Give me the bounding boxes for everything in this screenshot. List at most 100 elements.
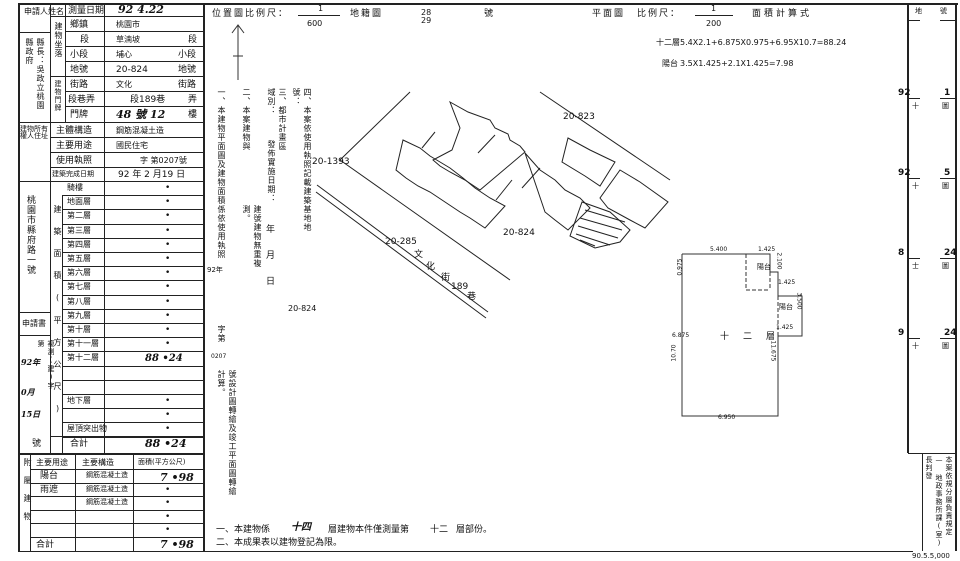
attached-row-area: • [165, 498, 171, 508]
floor-row-divider [62, 195, 203, 196]
dim-top: 5.400 [710, 246, 728, 253]
road-label-2: 化 [426, 262, 436, 272]
floor-plan-label-text: 十二層 [720, 332, 790, 342]
form-version: 90.5.5,000 [912, 552, 950, 560]
dim-left-inner: 6.875 [672, 332, 690, 339]
attached-row-structure: 鋼筋混凝土造 [86, 485, 128, 493]
note-4-parcel: 20-824 [288, 304, 317, 313]
note-1-permit-no: 0207 [211, 353, 227, 360]
owner-address-value: 桃園市縣府路一號 [25, 195, 35, 275]
floor-row-area: • [165, 297, 171, 307]
margin-tick [940, 338, 955, 339]
attached-label: 附屬建物 [23, 458, 32, 530]
floor-row-divider [62, 266, 203, 267]
door-value-number: 48 號 12 [116, 108, 166, 121]
frame-bottom [18, 551, 913, 552]
attached-header-use: 主要用途 [36, 458, 68, 467]
area-calc-label: 面積計算式 [752, 9, 813, 19]
frame-top [18, 3, 958, 5]
survey-date-value: 92 4.22 [118, 3, 164, 16]
margin-tick [908, 178, 920, 179]
note-1-year: 92年 [207, 266, 223, 274]
area-section-label: 建築面積(平方公尺) [53, 205, 62, 427]
attached-total-value: 7 •98 [160, 538, 194, 551]
usage-label: 主要用途 [56, 141, 93, 151]
door-label-street: 街路 [70, 80, 89, 90]
footer-note-1-b: 層建物本件僅測量第 [328, 525, 410, 535]
margin-tick [940, 178, 955, 179]
right-margin-label-2: 號 [940, 7, 947, 15]
right-margin-label-1: 地 [915, 7, 922, 15]
dim-mid-right: 1.425 [778, 279, 796, 286]
attached-row-area: • [165, 512, 171, 522]
floor-row-divider [62, 351, 203, 352]
floor-row-divider [62, 209, 203, 210]
attached-row-area: • [165, 525, 171, 535]
dim-right-lower: 11.675 [769, 340, 777, 362]
attached-row-divider [30, 496, 203, 497]
application-day: 15日 [21, 409, 41, 419]
floor-row-area: • [165, 311, 171, 321]
floor-row-area: • [165, 268, 171, 278]
address-value-subsection: 埔心 [116, 50, 132, 59]
door-suffix-number: 樓 [188, 110, 198, 120]
footer-note-2: 二、本成果表以建物登記為限。 [216, 538, 343, 548]
attached-row-divider [30, 523, 203, 524]
survey-date-label: 測量日期 [68, 6, 105, 16]
note-3-date-label: 發佈實施日期： [267, 140, 276, 203]
floor-row-area: 88 •24 [145, 353, 183, 364]
door-suffix-lane: 弄 [188, 95, 198, 105]
margin-tick [908, 258, 920, 259]
attached-header-area: 面積(平方公尺) [138, 458, 186, 466]
permit-label: 使用執照 [56, 156, 93, 166]
address-label-section: 段 [80, 35, 90, 45]
floor-row-label: 第九層 [67, 311, 91, 320]
margin-tick [940, 98, 955, 99]
margin-item-sub-right: 圖 [942, 262, 949, 270]
calc-line1-label: 十二層 [656, 38, 680, 47]
floor-row-area: • [165, 396, 171, 406]
attached-row-structure: 鋼筋混凝土造 [86, 498, 128, 506]
address-value-section: 草湳坡 [116, 35, 140, 44]
attached-row-divider [30, 483, 203, 484]
note-3-month: 月 [266, 251, 276, 261]
parcel-label-824: 20-824 [503, 228, 535, 238]
floor-row-divider [62, 408, 203, 409]
attached-row-use: 雨遮 [40, 485, 59, 495]
floor-row-area: • [165, 410, 171, 420]
margin-tick [908, 98, 920, 99]
floor-row-label: 第十層 [67, 325, 91, 334]
door-suffix-street: 街路 [178, 80, 197, 90]
floor-row-divider [62, 437, 203, 438]
application-year: 92年 [21, 357, 41, 367]
applicant-label: 申請人姓名 [24, 7, 64, 16]
margin-item-right: 5 [944, 168, 951, 178]
margin-item-sub-right: 圖 [942, 182, 949, 190]
floor-row-divider [62, 238, 203, 239]
road-label-4: 189 [451, 282, 469, 292]
address-label-lot: 地號 [70, 65, 89, 75]
dim-balcony-height: 3.500 [795, 292, 803, 310]
floor-row-area: • [165, 226, 171, 236]
door-value-lane: 段189巷 [130, 95, 166, 105]
floor-plan-drawing [681, 253, 803, 417]
address-value-lot: 20-824 [116, 65, 148, 75]
completion-date-label: 建築完成日期 [52, 170, 94, 178]
address-label-subsection: 小段 [70, 50, 89, 60]
floor-row-label: 第八層 [67, 297, 91, 306]
cadastral-suffix: 號 [484, 9, 494, 19]
floor-row-label: 地面層 [67, 197, 91, 206]
completion-date-value: 92 年 2 月19 日 [118, 170, 186, 180]
floor-row-label: 第五層 [67, 254, 91, 263]
floor-row-divider [62, 380, 203, 381]
floor-row-label: 屋頂突出物 [67, 424, 107, 433]
address-suffix-subsection: 小段 [178, 50, 197, 60]
total-value: 88 •24 [145, 437, 187, 450]
footer-note-1-c: 層部份。 [456, 525, 493, 535]
dim-bottom: 6.950 [718, 414, 736, 421]
floor-row-divider [62, 280, 203, 281]
note-3-zone: 三、都市計畫區域別： [267, 88, 287, 151]
floor-row-label: 第七層 [67, 282, 91, 291]
floor-row-label: 第十一層 [67, 339, 99, 348]
footer-note-1-floors: 十四 [291, 522, 311, 533]
